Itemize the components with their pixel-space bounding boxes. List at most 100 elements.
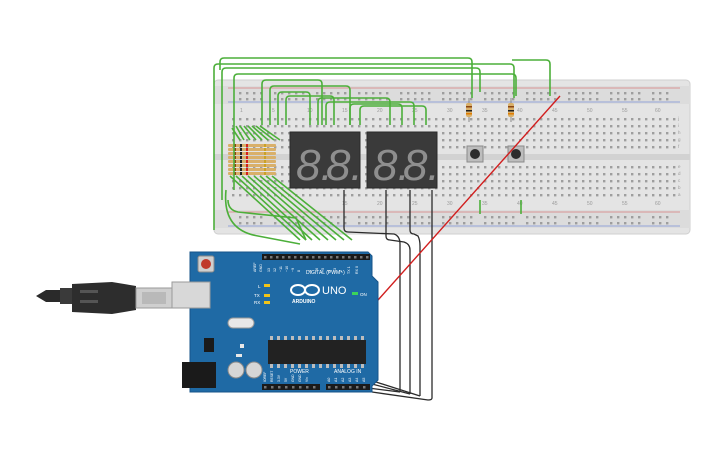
breadboard-hole [505, 173, 508, 176]
breadboard-hole [330, 125, 333, 128]
pushbutton-2[interactable] [507, 145, 525, 163]
rail-hole [372, 216, 375, 219]
breadboard-hole [519, 132, 522, 135]
rail-hole [582, 98, 585, 101]
power-jack[interactable] [182, 362, 216, 388]
breadboard-hole [491, 194, 494, 197]
breadboard-hole [533, 173, 536, 176]
header-pin [336, 256, 339, 259]
breadboard-hole [358, 194, 361, 197]
breadboard-hole [365, 132, 368, 135]
breadboard-hole [484, 180, 487, 183]
rail-hole [295, 98, 298, 101]
pulldown-resistor-2[interactable] [508, 98, 514, 122]
rail-hole [624, 92, 627, 95]
rail-hole [246, 98, 249, 101]
breadboard-hole [393, 125, 396, 128]
seven-segment-display-right[interactable]: 8. 8. [366, 131, 440, 190]
breadboard-hole [512, 180, 515, 183]
on-led-label: ON [360, 292, 367, 297]
breadboard-hole [407, 194, 410, 197]
rail-hole [554, 98, 557, 101]
usb-cable[interactable] [36, 282, 173, 314]
breadboard-hole [673, 146, 676, 149]
breadboard-hole [365, 146, 368, 149]
breadboard-hole [505, 132, 508, 135]
breadboard-hole [582, 118, 585, 121]
breadboard-hole [449, 132, 452, 135]
digit-3: 8. [373, 141, 410, 190]
breadboard-hole [428, 125, 431, 128]
breadboard-hole [645, 187, 648, 190]
breadboard-hole [484, 139, 487, 142]
rail-hole [568, 216, 571, 219]
green-wires[interactable] [213, 57, 551, 245]
rail-hole [449, 98, 452, 101]
breadboard-hole [267, 146, 270, 149]
header-pin [363, 386, 366, 389]
breadboard-hole [533, 194, 536, 197]
breadboard-hole [253, 139, 256, 142]
breadboard-hole [239, 146, 242, 149]
pushbutton-1[interactable] [466, 145, 484, 163]
breadboard-hole [610, 139, 613, 142]
header-pin [276, 256, 279, 259]
resistor-bank[interactable] [228, 144, 276, 175]
col-label: 15 [342, 201, 348, 207]
rail-hole [365, 222, 368, 225]
breadboard-hole [519, 180, 522, 183]
breadboard-hole [498, 125, 501, 128]
breadboard-hole [239, 180, 242, 183]
breadboard-hole [491, 132, 494, 135]
breadboard-hole [645, 139, 648, 142]
pulldown-resistor-1[interactable] [466, 98, 472, 122]
rail-hole [638, 98, 641, 101]
breadboard-hole [428, 118, 431, 121]
breadboard-column-labels-bottom: 15 20 25 30 35 40 45 50 55 60 [342, 201, 661, 207]
rail-hole [260, 222, 263, 225]
breadboard-hole [561, 146, 564, 149]
pin-label: A5 [362, 378, 366, 382]
breadboard-hole [589, 173, 592, 176]
breadboard-hole [631, 146, 634, 149]
rail-hole [491, 222, 494, 225]
breadboard-hole [274, 118, 277, 121]
rail-hole [589, 216, 592, 219]
breadboard-hole [449, 118, 452, 121]
led-label-rx: RX [254, 300, 260, 305]
breadboard-hole [491, 139, 494, 142]
breadboard-hole [589, 194, 592, 197]
digital-header-pins[interactable] [264, 256, 369, 259]
breadboard-hole [603, 146, 606, 149]
breadboard-hole [631, 118, 634, 121]
breadboard-hole [540, 132, 543, 135]
breadboard-hole [617, 139, 620, 142]
arduino-uno-board[interactable]: AREF GND 13 12 ~11 ~10 ~9 8 7 ~6 ~5 4 ~3… [171, 251, 379, 393]
power-header-pins[interactable] [264, 386, 366, 389]
rail-hole [491, 98, 494, 101]
rail-hole [337, 216, 340, 219]
breadboard-hole [246, 194, 249, 197]
rail-hole [379, 216, 382, 219]
resistor-band [246, 156, 248, 159]
digit-4: 8. [403, 141, 440, 190]
breadboard-hole [393, 118, 396, 121]
col-label: 25 [412, 201, 418, 207]
breadboard-hole [575, 125, 578, 128]
breadboard-hole [470, 139, 473, 142]
seven-segment-display-left[interactable]: 8. 8. [289, 131, 363, 190]
breadboard-hole [568, 125, 571, 128]
breadboard[interactable]: 1 5 10 15 20 25 30 35 40 45 50 55 60 15 … [213, 79, 691, 235]
col-label: 55 [622, 201, 628, 207]
breadboard-hole [477, 139, 480, 142]
row-label: a [678, 192, 681, 197]
usb-port[interactable] [171, 281, 211, 309]
header-pin [300, 256, 303, 259]
black-wires[interactable] [343, 190, 433, 401]
breadboard-hole [358, 125, 361, 128]
breadboard-hole [519, 187, 522, 190]
breadboard-hole [295, 125, 298, 128]
breadboard-hole [666, 125, 669, 128]
breadboard-row-labels: j i h g f e d c b a [677, 116, 681, 197]
